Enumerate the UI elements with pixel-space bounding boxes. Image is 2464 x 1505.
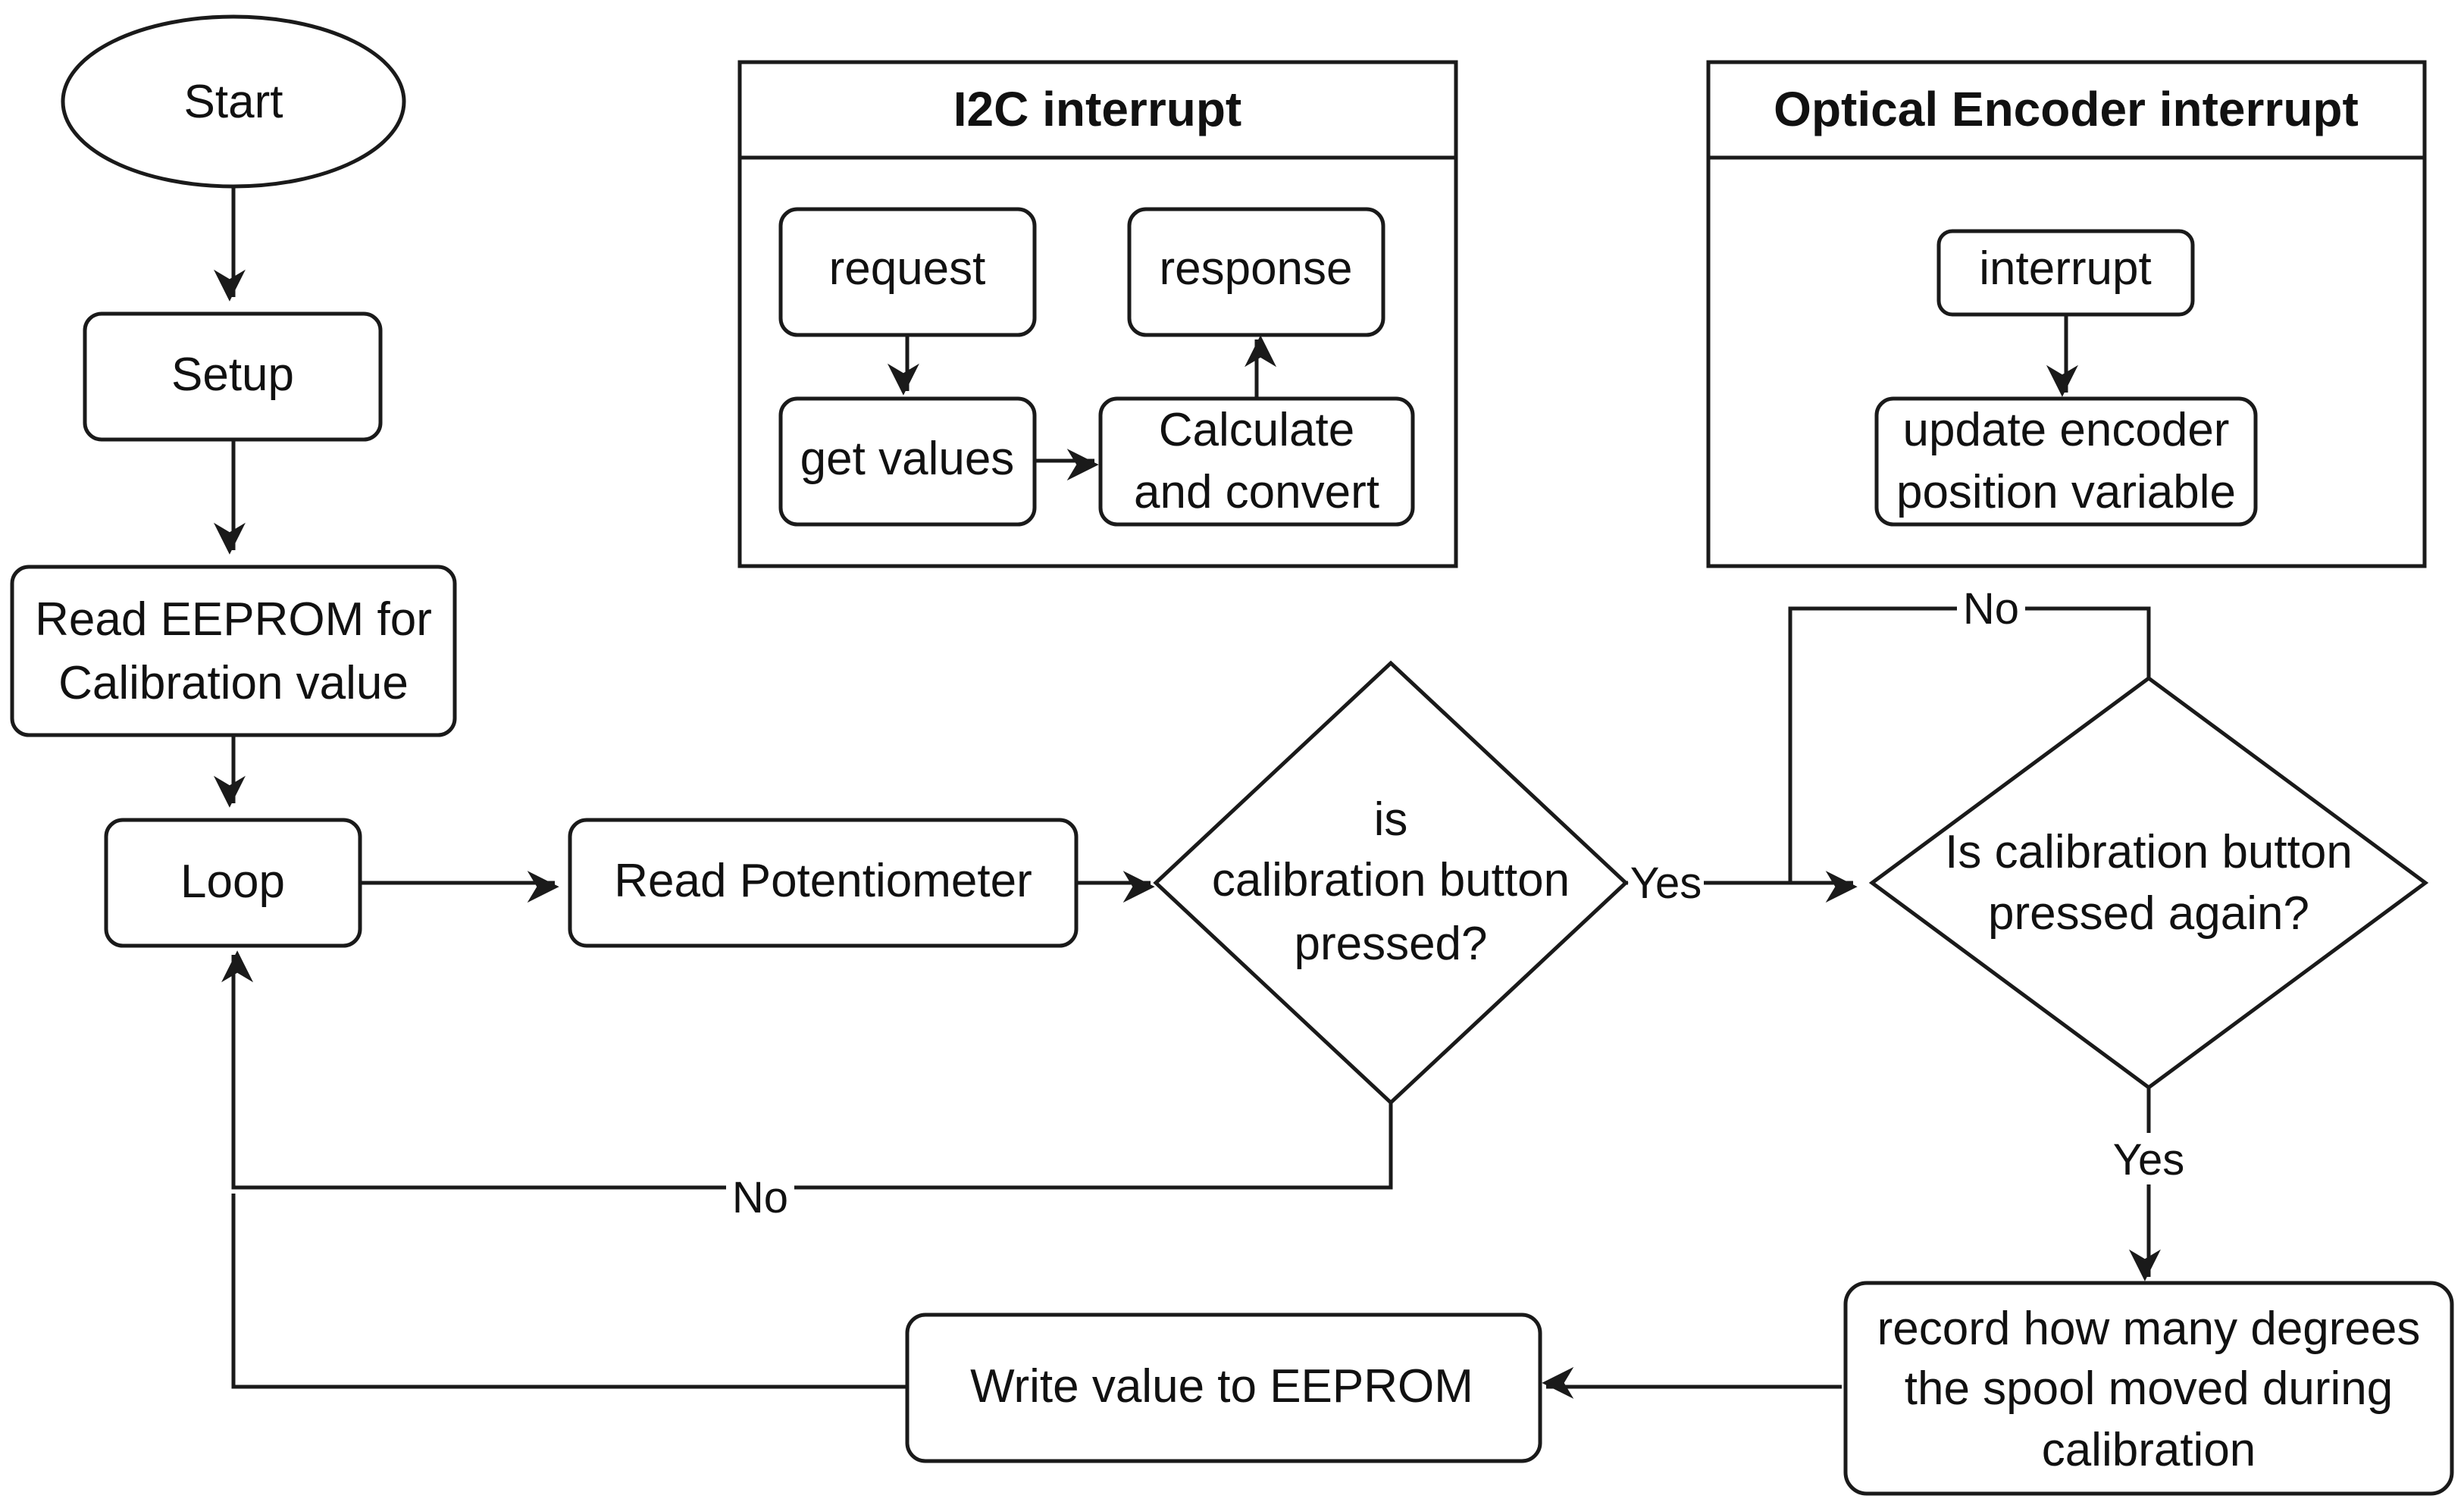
edge-label-yes-pressed: Yes xyxy=(1630,859,1702,908)
node-read-eeprom: Read EEPROM for Calibration value xyxy=(10,565,457,737)
setup-label: Setup xyxy=(171,349,294,401)
node-write-eeprom: Write value to EEPROM xyxy=(905,1313,1542,1463)
start-terminator xyxy=(61,14,406,189)
interrupt-label: interrupt xyxy=(1979,242,2151,295)
decision-pressed-again-line-2: pressed again? xyxy=(1988,887,2309,940)
edge-write-eeprom-to-loop xyxy=(231,1194,907,1389)
start-label: Start xyxy=(184,76,283,128)
setup-box xyxy=(83,311,383,442)
record-degrees-box xyxy=(1843,1281,2454,1496)
i2c-interrupt-frame: I2C interrupt request response get value… xyxy=(737,60,1458,568)
calculate-box xyxy=(1098,396,1415,527)
decision-pressed-again-diamond xyxy=(1868,675,2429,1090)
decision-pressed-line-1: is xyxy=(1374,793,1408,846)
node-read-potentiometer: Read Potentiometer xyxy=(568,818,1079,948)
edge-label-no-again: No xyxy=(1963,584,2019,634)
edge-label-no-pressed: No xyxy=(732,1173,788,1222)
i2c-frame-title: I2C interrupt xyxy=(953,82,1241,136)
response-label: response xyxy=(1159,242,1352,295)
edge-label-yes-again: Yes xyxy=(2113,1135,2185,1184)
loop-box xyxy=(104,818,362,948)
node-record-degrees: record how many degrees the spool moved … xyxy=(1843,1281,2454,1496)
encoder-frame-title: Optical Encoder interrupt xyxy=(1774,82,2359,136)
calculate-line-1: Calculate xyxy=(1159,404,1354,456)
decision-pressed-line-3: pressed? xyxy=(1294,918,1487,970)
decision-pressed-line-2: calibration button xyxy=(1212,854,1570,906)
edge-decision-no-to-loop xyxy=(221,950,1393,1190)
read-eeprom-label-line-1: Read EEPROM for xyxy=(35,593,432,646)
read-potentiometer-box xyxy=(568,818,1079,948)
write-eeprom-label: Write value to EEPROM xyxy=(970,1360,1473,1413)
node-start: Start xyxy=(61,14,406,189)
calculate-line-2: and convert xyxy=(1134,466,1379,518)
record-degrees-line-2: the spool moved during xyxy=(1905,1363,2394,1415)
record-degrees-line-1: record how many degrees xyxy=(1877,1303,2421,1355)
encoder-interrupt-frame: Optical Encoder interrupt interrupt upda… xyxy=(1706,60,2427,568)
request-label: request xyxy=(829,242,986,295)
edge-labels: Yes No No Yes xyxy=(726,584,2187,1222)
interrupt-box xyxy=(1936,229,2195,317)
request-box xyxy=(778,207,1037,337)
get-values-label: get values xyxy=(800,433,1015,485)
loop-label: Loop xyxy=(180,856,285,908)
response-box xyxy=(1127,207,1385,337)
read-eeprom-label-line-2: Calibration value xyxy=(58,657,409,709)
get-values-box xyxy=(778,396,1037,527)
decision-pressed-again-line-1: Is calibration button xyxy=(1945,826,2353,878)
decision-pressed-diamond xyxy=(1153,660,1629,1106)
node-decision-pressed-again: Is calibration button pressed again? xyxy=(1868,675,2429,1090)
read-eeprom-box xyxy=(10,565,457,737)
record-degrees-line-3: calibration xyxy=(2042,1424,2256,1476)
node-setup: Setup xyxy=(83,311,383,442)
node-loop: Loop xyxy=(104,818,362,948)
update-encoder-box xyxy=(1874,396,2258,527)
write-eeprom-box xyxy=(905,1313,1542,1463)
node-decision-pressed: is calibration button pressed? xyxy=(1153,660,1629,1106)
update-encoder-line-2: position variable xyxy=(1896,466,2236,518)
update-encoder-line-1: update encoder xyxy=(1903,404,2230,456)
read-potentiometer-label: Read Potentiometer xyxy=(614,855,1032,907)
